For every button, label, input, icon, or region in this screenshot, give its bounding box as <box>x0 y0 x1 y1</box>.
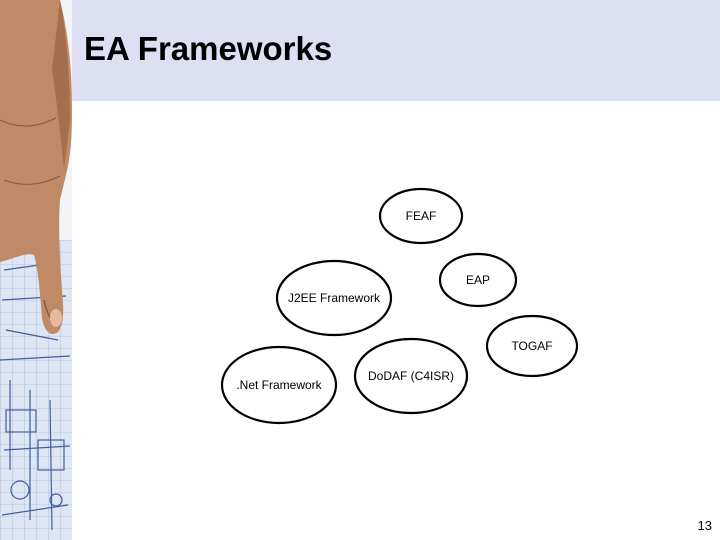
node-label-feaf: FEAF <box>406 209 437 223</box>
node-label-togaf: TOGAF <box>511 339 552 353</box>
node-feaf: FEAF <box>378 187 464 245</box>
node-dodaf: DoDAF (C4ISR) <box>353 337 469 415</box>
node-eap: EAP <box>438 252 518 308</box>
node-label-j2ee: J2EE Framework <box>288 291 381 305</box>
node-label-eap: EAP <box>466 273 490 287</box>
page-number: 13 <box>697 518 712 533</box>
title-band <box>72 0 720 101</box>
node-label-dodaf: DoDAF (C4ISR) <box>368 369 454 383</box>
hand-on-blueprint-photo <box>0 0 72 540</box>
node-dotnet: .Net Framework <box>220 345 338 425</box>
node-j2ee: J2EE Framework <box>275 259 393 337</box>
slide-title: EA Frameworks <box>84 30 333 67</box>
node-togaf: TOGAF <box>485 314 579 378</box>
node-label-dotnet: .Net Framework <box>236 378 322 392</box>
